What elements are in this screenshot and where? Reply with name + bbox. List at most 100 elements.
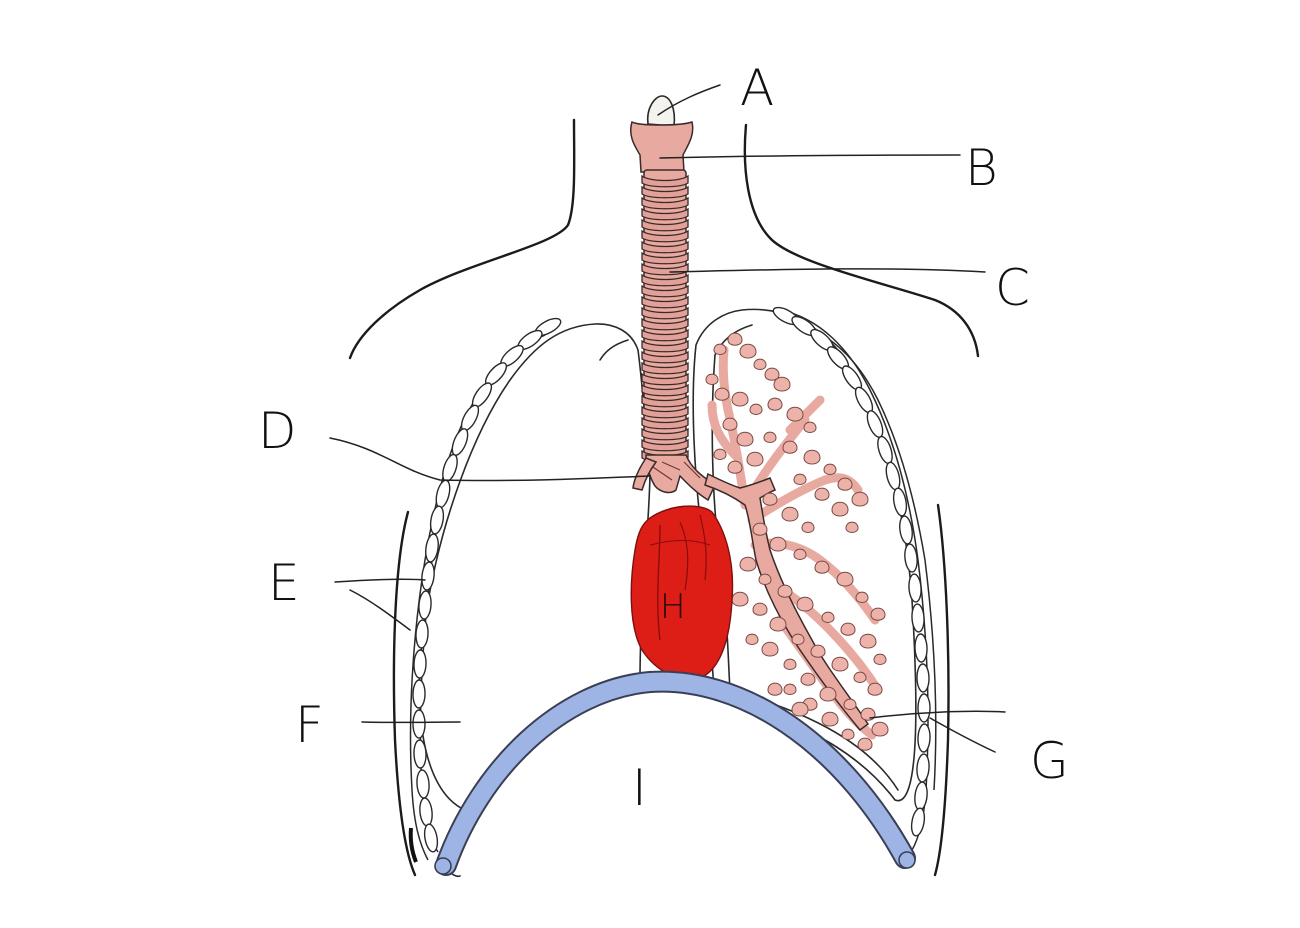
alveolar-lobule <box>871 721 889 737</box>
alveolar-lobule <box>836 571 854 587</box>
label-h: H <box>660 587 686 627</box>
leader-line-d <box>329 437 651 482</box>
leader-line-g <box>869 710 1006 753</box>
alveolar-lobule <box>793 473 807 485</box>
bronchiole <box>718 345 750 510</box>
leader-line-c <box>669 268 986 273</box>
alveolar-lobule <box>843 698 857 710</box>
trachea-ring <box>641 295 689 309</box>
alveolar-lobule <box>870 607 886 621</box>
trachea-ring <box>641 328 689 342</box>
alveolar-lobule <box>801 521 815 533</box>
rib-segment <box>904 543 918 573</box>
trachea-ring <box>641 427 689 441</box>
rib-segment <box>916 753 930 783</box>
alveolar-lobule <box>860 707 876 721</box>
rib-segment <box>916 663 930 693</box>
bronchiole <box>707 400 740 460</box>
alveolar-lobule <box>793 548 807 560</box>
alveolar-lobule <box>767 397 783 411</box>
alveolar-lobule <box>873 653 887 665</box>
alveolar-lobule <box>867 682 883 696</box>
trachea-ring <box>641 383 689 397</box>
alveolar-lobule <box>837 477 853 491</box>
alveolar-lobule <box>781 506 799 522</box>
label-e: E <box>268 554 300 612</box>
alveolar-lobule <box>783 658 797 670</box>
alveolar-lobule <box>791 701 809 717</box>
trachea-ring <box>641 350 689 364</box>
alveolar-lobule <box>840 622 856 636</box>
alveolar-lobule <box>762 492 778 506</box>
leader-line-e <box>334 578 426 631</box>
alveolar-lobule <box>752 522 768 536</box>
alveolar-lobule <box>746 451 764 467</box>
alveolar-lobule <box>803 449 821 465</box>
label-f: F <box>295 696 324 754</box>
trachea <box>641 169 689 463</box>
alveolar-lobule <box>761 641 779 657</box>
alveolar-lobule <box>819 686 837 702</box>
bronchial-tree <box>704 332 889 751</box>
alveolar-lobule <box>821 611 835 623</box>
rib-segment <box>910 807 926 837</box>
alveolar-lobule <box>753 358 767 370</box>
trachea-ring <box>641 174 689 188</box>
alveolar-lobule <box>773 376 791 392</box>
trachea-ring <box>641 416 689 430</box>
trachea-ring <box>641 284 689 298</box>
alveolar-lobule <box>713 448 727 460</box>
alveolar-lobule <box>749 403 763 415</box>
label-g: G <box>1030 732 1069 790</box>
trachea-ring <box>641 306 689 320</box>
rib-segment <box>460 404 480 432</box>
rib-segment <box>917 723 931 753</box>
rib-segment <box>419 797 433 827</box>
leader-line-b <box>659 154 961 159</box>
alveolar-lobule <box>823 463 837 475</box>
rib-segment <box>914 633 928 663</box>
leader-line-a <box>657 84 721 116</box>
alveolar-lobule <box>769 616 787 632</box>
bronchiole <box>785 395 825 435</box>
label-c: C <box>995 259 1030 317</box>
alveolar-lobule <box>739 343 757 359</box>
label-a: A <box>740 59 774 117</box>
rib-segment <box>442 453 458 483</box>
alveolar-lobule <box>731 591 749 607</box>
alveolar-lobule <box>821 711 839 727</box>
trachea-ring <box>641 196 689 210</box>
left-ribcage <box>772 306 937 851</box>
trachea-ring <box>641 438 689 452</box>
alveolar-lobule <box>786 406 804 422</box>
epiglottis <box>646 95 676 127</box>
alveolar-lobule <box>831 656 849 672</box>
alveolar-lobule <box>783 683 797 695</box>
rib-segment <box>877 435 893 465</box>
trachea-ring <box>641 339 689 353</box>
rib-segment <box>415 619 429 649</box>
leader-lines <box>329 84 1006 753</box>
label-i: I <box>632 759 647 817</box>
body-outline <box>348 118 980 360</box>
alveolar-lobule <box>752 602 768 616</box>
rib-segment <box>914 781 928 811</box>
rib-segment <box>412 709 426 739</box>
alveolar-lobule <box>831 501 849 517</box>
rib-segment <box>413 649 427 679</box>
alveolar-lobule <box>714 387 730 401</box>
alveolar-lobule <box>763 431 777 443</box>
trachea-ring <box>641 251 689 265</box>
alveolar-lobule <box>722 417 738 431</box>
trachea-ring <box>641 229 689 243</box>
alveolar-lobule <box>855 591 869 603</box>
alveolar-lobule <box>769 536 787 552</box>
alveolar-lobule <box>814 560 830 574</box>
alveolar-lobule <box>859 633 877 649</box>
alveolar-lobule <box>782 440 798 454</box>
alveolar-lobule <box>814 487 830 501</box>
bronchi <box>632 454 716 502</box>
alveolar-lobule <box>796 596 814 612</box>
rib-segment <box>866 410 884 438</box>
